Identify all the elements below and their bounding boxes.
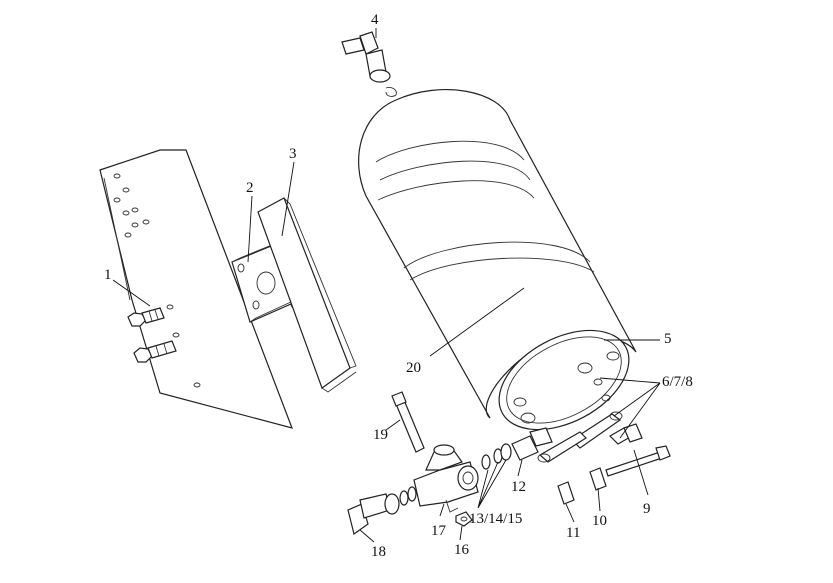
- callout-19: 19: [373, 427, 388, 443]
- bolt-lower: [133, 340, 177, 363]
- bolt-upper: [127, 307, 165, 327]
- elbow-fitting-top: [341, 31, 397, 97]
- callout-18: 18: [371, 544, 386, 560]
- callout-10: 10: [592, 513, 607, 529]
- callout-6-7-8: 6/7/8: [662, 374, 693, 390]
- drain-fitting: [511, 427, 553, 461]
- callout-9: 9: [643, 501, 651, 517]
- rod: [391, 391, 425, 453]
- mounting-plate: [99, 149, 293, 429]
- sleeve-10: [589, 467, 607, 491]
- callout-16: 16: [454, 542, 469, 558]
- callout-5: 5: [664, 331, 672, 347]
- callout-3: 3: [289, 146, 297, 162]
- callout-1: 1: [104, 267, 112, 283]
- callout-17: 17: [431, 523, 446, 539]
- strap-clamps: [537, 411, 623, 463]
- air-tank: [358, 89, 637, 431]
- elbow-fitting-right: [609, 423, 643, 445]
- pressure-valve: [413, 444, 479, 513]
- callout-13-14-15: 13/14/15: [469, 511, 523, 527]
- callout-2: 2: [246, 180, 254, 196]
- callout-20: 20: [406, 360, 421, 376]
- callout-11: 11: [566, 525, 581, 541]
- callout-12: 12: [511, 479, 526, 495]
- leader-lines: [112, 28, 661, 543]
- seal-rings: [481, 443, 512, 470]
- inlet-fittings: [347, 486, 417, 536]
- guard-plate: [257, 197, 357, 393]
- callout-4: 4: [371, 12, 379, 28]
- long-bolt: [605, 445, 671, 477]
- small-nut: [455, 511, 473, 527]
- sleeve-11: [557, 481, 575, 505]
